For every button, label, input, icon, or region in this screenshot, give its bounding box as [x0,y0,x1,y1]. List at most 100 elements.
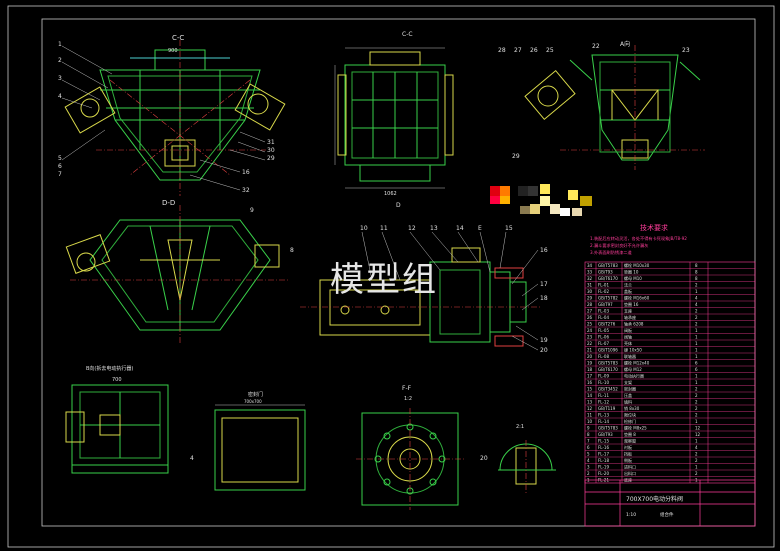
parts-no: 8 [587,432,590,437]
parts-qty: 2 [695,386,698,391]
parts-name: 阀轴 [624,333,632,339]
parts-no: 15 [587,386,593,391]
parts-no: 3 [587,464,590,469]
parts-code: GB/T93 [598,432,613,437]
dim-700: 700 [112,377,122,383]
view-shaft-assembly [300,247,540,347]
parts-name: 垫圈 10 [624,268,639,274]
parts-qty: 2 [695,471,698,476]
view-d-marker: D [396,202,401,209]
svg-text:20: 20 [540,347,548,354]
view-cc-centerlines [96,40,266,196]
parts-qty: 2 [695,315,698,320]
parts-code: GB/T276 [598,321,616,326]
parts-code: GB/T97 [598,302,613,307]
svg-text:14: 14 [456,225,464,232]
parts-name: 法兰 [624,281,632,287]
parts-code: FL-01 [598,282,609,287]
parts-name: 衬板 [624,444,632,450]
parts-no: 27 [587,308,593,313]
parts-no: 24 [587,328,593,333]
svg-text:13: 13 [430,225,438,232]
parts-qty: 8 [695,263,698,268]
svg-text:7: 7 [58,171,62,178]
svg-text:2: 2 [58,57,62,64]
parts-name: 限位块 [624,411,636,417]
parts-qty: 8 [695,276,698,281]
section-label-cc: C-C [172,34,184,42]
parts-code: FL-03 [598,308,609,313]
parts-no: 19 [587,360,593,365]
parts-name: 支座 [624,307,632,313]
parts-qty: 6 [695,367,698,372]
parts-code: GB/T1096 [598,347,618,352]
parts-qty: 2 [695,412,698,417]
outer-frame [7,5,775,548]
parts-qty: 1 [695,328,698,333]
parts-name: 垫圈 16 [624,301,639,307]
svg-text:E: E [478,225,482,232]
title-block-scale: 1:10 [626,512,636,518]
parts-name: 电动执行器 [624,372,644,378]
parts-code: FL-17 [598,451,609,456]
parts-name: 螺母 M12 [624,366,642,372]
svg-text:10: 10 [360,225,368,232]
parts-name: 联轴器 [624,353,636,359]
parts-code: GB/T6170 [598,276,618,281]
parts-name: 螺栓 M12x40 [624,359,650,365]
svg-text:1: 1 [58,41,62,48]
parts-code: FL-20 [598,471,609,476]
svg-text:26: 26 [530,47,538,54]
dim-1062: 1062 [384,191,397,197]
svg-text:19: 19 [540,337,548,344]
parts-name: 螺栓 M16x60 [624,294,650,300]
parts-code: GB/T5783 [598,263,618,268]
title-block [584,479,756,527]
svg-text:30: 30 [267,147,275,154]
section-label-ff-scale: 1:2 [404,396,412,402]
parts-no: 34 [587,263,593,268]
small-section-number: 20 [480,455,488,462]
parts-qty: 6 [695,360,698,365]
title-block-name: 700X700电动分料阀 [626,495,683,503]
svg-text:5: 5 [58,155,62,162]
parts-no: 26 [587,315,593,320]
parts-code: GB/T119 [598,406,616,411]
view-front-box [337,51,454,182]
view-sealing-door [214,404,306,491]
parts-code: FL-12 [598,399,609,404]
svg-text:8: 8 [290,247,294,254]
svg-text:11: 11 [380,225,388,232]
parts-code: FL-08 [598,354,609,359]
dim-900: 900 [168,48,178,54]
parts-name: 观察窗 [624,437,636,443]
parts-no: 32 [587,276,593,281]
svg-text:16: 16 [540,247,548,254]
svg-text:6: 6 [58,163,62,170]
parts-qty: 12 [695,425,701,430]
parts-code: FL-16 [598,445,609,450]
parts-no: 11 [587,412,593,417]
parts-qty: 2 [695,399,698,404]
view-shaft-leaders [361,231,539,351]
parts-code: GB/T5782 [598,295,618,300]
section-label-sub1: 密封门 [248,391,263,398]
tech-line-2: 2.漏斗要求密封良好不允许漏灰 [590,242,648,249]
parts-code: FL-09 [598,373,609,378]
parts-name: 螺栓 M8x25 [624,424,647,430]
parts-qty: 1 [695,347,698,352]
parts-name: 螺母 M10 [624,275,642,281]
svg-text:27: 27 [514,47,522,54]
parts-name: 螺栓 M10x30 [624,262,650,268]
parts-no: 4 [587,458,590,463]
svg-text:3: 3 [58,75,62,82]
svg-text:12: 12 [408,225,416,232]
parts-code: FL-14 [598,419,609,424]
parts-code: FL-05 [598,328,609,333]
svg-text:18: 18 [540,295,548,302]
parts-qty: 1 [695,438,698,443]
section-label-cc-2: C-C [402,31,413,38]
